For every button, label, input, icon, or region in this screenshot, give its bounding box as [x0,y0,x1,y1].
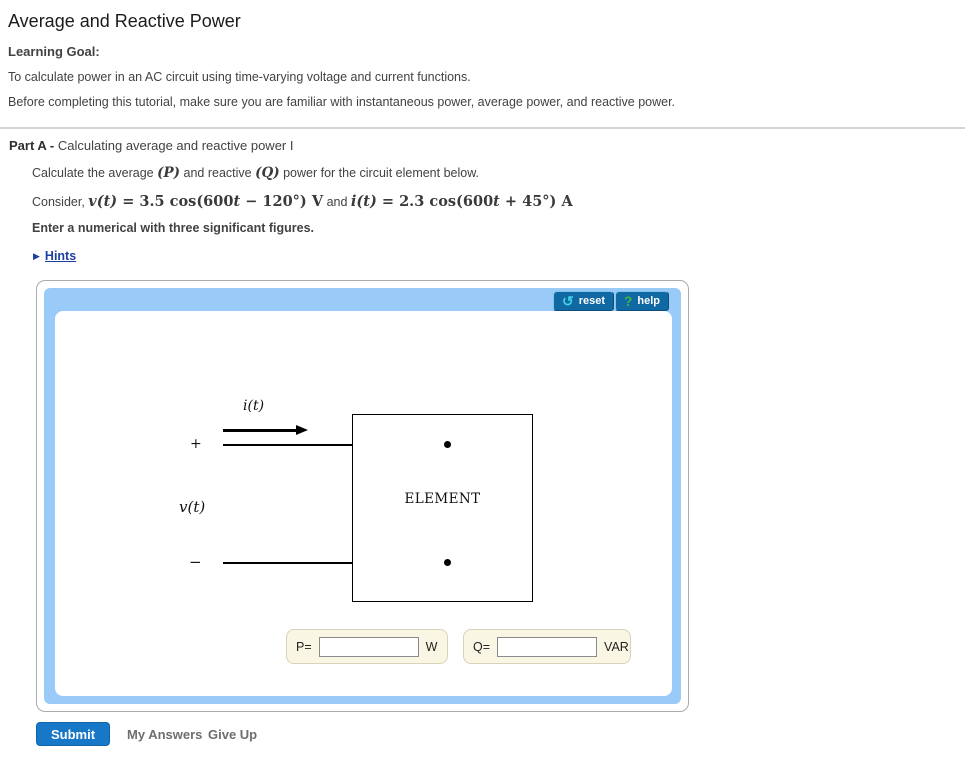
help-button[interactable]: ? help [614,291,669,311]
consider-prefix: Consider, [32,195,89,209]
reset-button[interactable]: ↺ reset [552,291,614,311]
reset-icon: ↺ [561,293,574,309]
equation-body: + 45°) [499,193,557,210]
top-terminal-dot [444,441,451,448]
consider-line: Consider, v(t) = 3.5 cos(600t − 120°) V … [32,193,573,210]
applet-frame: ↺ reset ? help i(t) + v(t) − [36,280,689,712]
p-answer-unit: W [425,639,438,654]
my-answers-link[interactable]: My Answers [127,727,203,742]
arrow-shaft [223,429,296,432]
q-answer-input[interactable] [497,636,598,657]
voltage-source-label: v(t) [179,498,206,516]
q-answer-unit: VAR [604,639,629,654]
instruction-text: power for the circuit element below. [279,166,480,180]
equation-variable: v(t) [88,193,118,210]
instruction-text: and reactive [180,166,256,180]
significant-figures-note: Enter a numerical with three significant… [32,221,315,235]
bottom-terminal-dot [444,559,451,566]
voltage-equation: v(t) = 3.5 cos(600t − 120°) V [88,193,323,210]
current-arrow-label: i(t) [243,398,265,414]
learning-goal-label: Learning Goal: [8,44,100,59]
learning-goal-text: To calculate power in an AC circuit usin… [8,70,471,84]
help-icon: ? [623,293,633,309]
part-a-label: Part A - [9,138,55,153]
current-arrow-icon [223,425,308,436]
instruction-text: Calculate the average [32,166,158,180]
q-answer-label: Q= [473,639,491,654]
hints-expand-icon[interactable]: ▶ [33,251,40,261]
minus-terminal-label: − [189,553,202,571]
equation-body: = 3.5 cos(600 [117,193,234,210]
q-variable: (Q) [255,165,280,181]
applet-panel: ↺ reset ? help i(t) + v(t) − [44,288,681,704]
equation-unit: A [556,193,573,210]
equation-unit: V [306,193,324,210]
element-box [352,414,533,602]
hints-link[interactable]: Hints [44,249,77,263]
part-a-instruction: Calculate the average (P) and reactive (… [32,165,479,181]
p-answer-label: P= [296,639,312,654]
part-a-heading: Part A - Calculating average and reactiv… [9,138,293,153]
equation-variable: t [493,193,500,210]
arrow-head [296,425,308,435]
element-label: ELEMENT [404,491,481,507]
intro-text: Before completing this tutorial, make su… [8,95,676,109]
give-up-link[interactable]: Give Up [208,727,258,742]
part-a-title: Calculating average and reactive power I [57,138,294,153]
top-wire [223,444,447,446]
equation-body: − 120°) [240,193,307,210]
reset-label: reset [578,295,605,307]
section-divider [0,127,965,129]
p-answer-box: P= W [286,629,448,664]
equation-variable: t [233,193,241,210]
submit-button[interactable]: Submit [36,722,110,746]
page-title: Average and Reactive Power [8,11,241,31]
equation-variable: i(t) [350,193,377,210]
q-answer-box: Q= VAR [463,629,631,664]
equation-body: = 2.3 cos(600 [376,193,494,210]
current-equation: i(t) = 2.3 cos(600t + 45°) A [351,193,573,210]
p-variable: (P) [157,165,181,181]
bottom-wire [223,562,447,564]
plus-terminal-label: + [190,436,202,452]
p-answer-input[interactable] [318,636,419,657]
applet-canvas: i(t) + v(t) − ELEMENT P= W [55,311,672,696]
hints-toggle[interactable]: ▶ Hints [33,249,76,263]
help-label: help [637,295,660,307]
conjunction-text: and [323,195,351,209]
